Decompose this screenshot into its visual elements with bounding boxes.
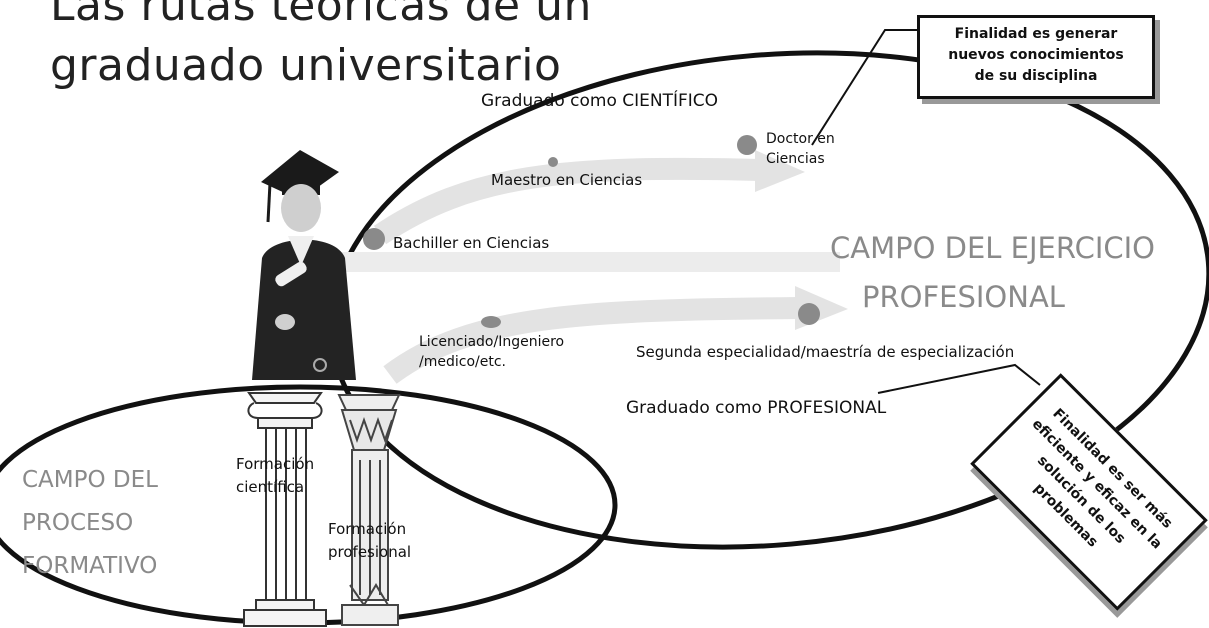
step-doctor-label-line-1: Doctor en (766, 131, 835, 147)
step-bachiller-label: Bachiller en Ciencias (393, 234, 550, 252)
pillar-professional-label-line-1: Formación (328, 520, 407, 538)
node-doctor (737, 135, 757, 155)
title-line-1: Las rutas teóricas de un (50, 0, 592, 31)
professional-callout-leader (877, 363, 1041, 394)
scientific-route-arrow-upper (373, 157, 761, 245)
scientific-callout-leader (811, 29, 917, 146)
professional-route-label: Graduado como PROFESIONAL (626, 398, 887, 418)
professional-field-label-line-2: PROFESIONAL (862, 280, 1065, 314)
step-licenciado-label-line-2: /medico/etc. (419, 354, 506, 370)
scientific-route-arrowhead (755, 150, 805, 192)
professional-field-label-line-1: CAMPO DEL EJERCICIO (830, 231, 1156, 265)
step-maestro-label: Maestro en Ciencias (491, 171, 643, 189)
graduate-illustration (252, 150, 356, 380)
node-segunda (798, 303, 820, 325)
scientific-purpose-line-2: nuevos conocimientos (948, 47, 1124, 63)
professional-route-arrow (383, 297, 801, 384)
training-field-label-line-3: FORMATIVO (22, 553, 158, 579)
training-field-label-line-2: PROCESO (22, 510, 134, 536)
node-bachiller (363, 228, 385, 250)
node-licenciado (481, 316, 501, 328)
node-maestro (548, 157, 558, 167)
pillar-scientific-label-line-2: científica (236, 478, 305, 496)
step-segunda-label: Segunda especialidad/maestría de especia… (636, 343, 1015, 361)
scientific-purpose-line-3: de su disciplina (974, 68, 1098, 84)
scientific-purpose-callout: Finalidad es generar nuevos conocimiento… (917, 15, 1155, 99)
step-licenciado-label-line-1: Licenciado/Ingeniero (419, 334, 565, 350)
step-doctor-label-line-2: Ciencias (766, 151, 825, 167)
professional-pillar-illustration (337, 394, 401, 626)
pillar-scientific-label-line-1: Formación (236, 455, 315, 473)
scientific-pillar-illustration (243, 392, 327, 627)
pillar-professional-label-line-2: profesional (328, 543, 412, 561)
scientific-purpose-line-1: Finalidad es generar (954, 26, 1118, 42)
scientific-route-label: Graduado como CIENTÍFICO (481, 91, 719, 111)
training-field-label-line-1: CAMPO DEL (22, 467, 158, 493)
title-line-2: graduado universitario (50, 40, 562, 91)
